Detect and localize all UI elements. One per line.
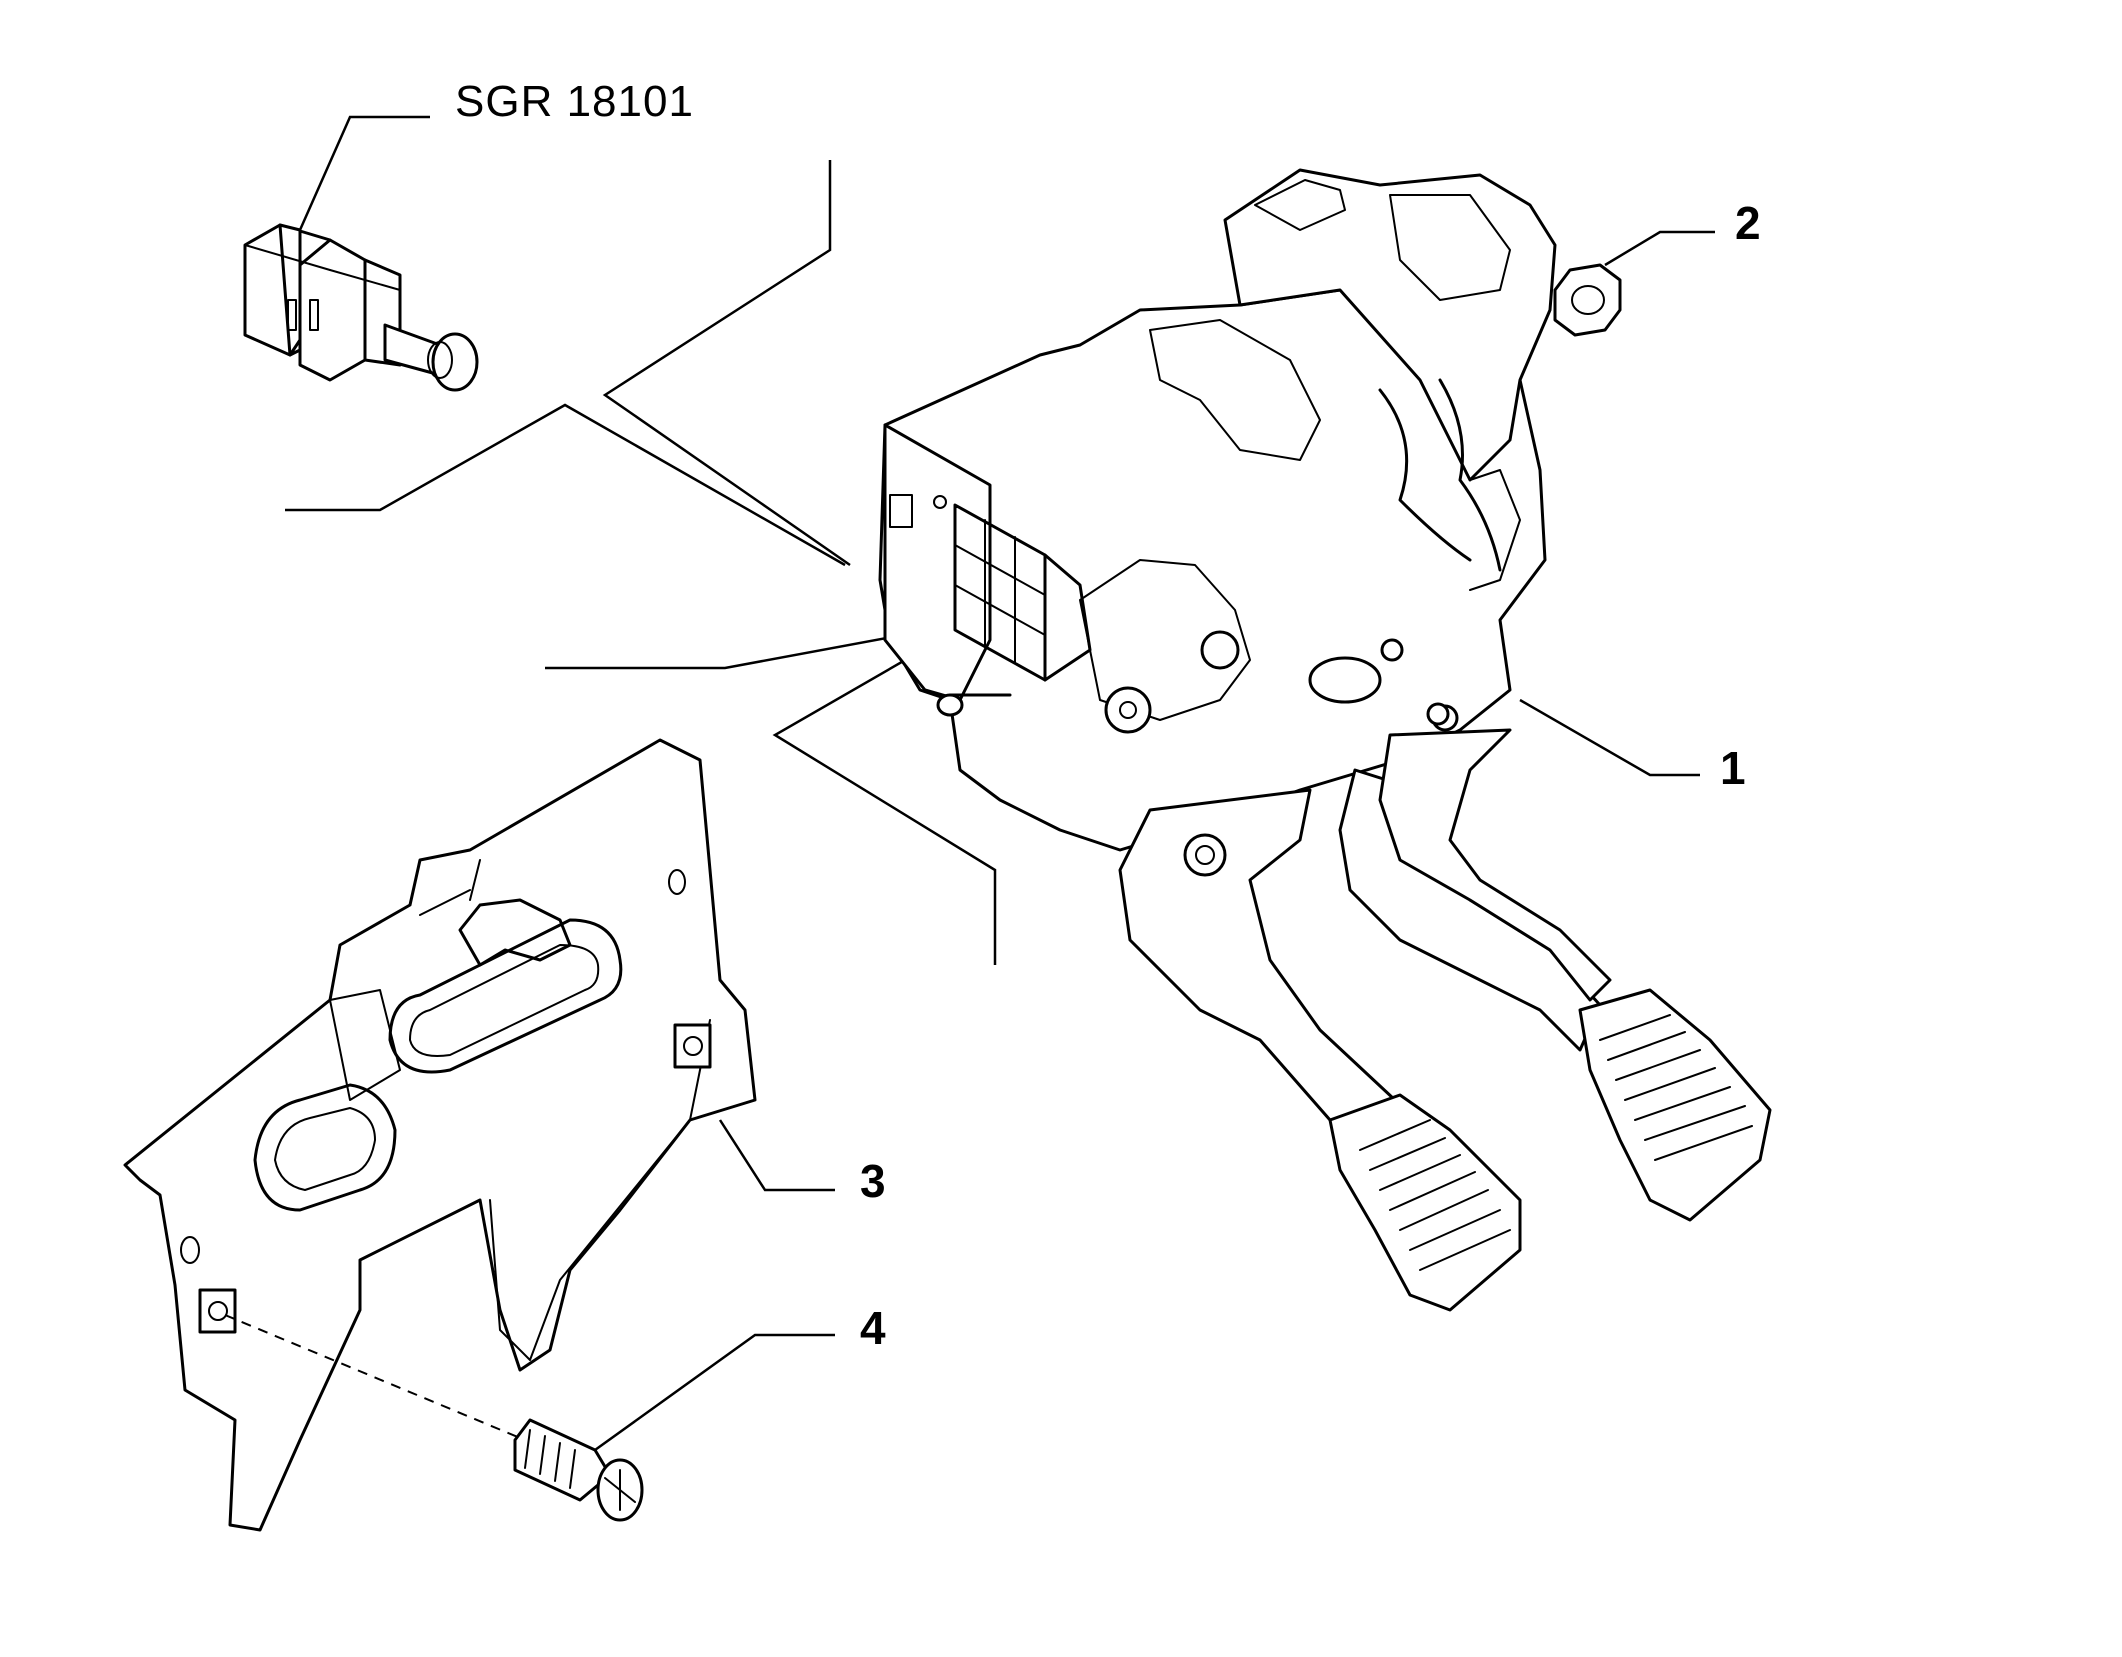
leader-switch bbox=[298, 115, 430, 231]
callout-3: 3 bbox=[860, 1155, 886, 1207]
callout-4: 4 bbox=[860, 1302, 886, 1354]
leader-2 bbox=[1604, 230, 1715, 267]
screw-axis-dashes bbox=[224, 1314, 526, 1441]
hex-nut-icon bbox=[1553, 263, 1622, 337]
brake-light-switch-icon bbox=[243, 223, 479, 392]
leader-b bbox=[285, 403, 846, 567]
switch-part-code: SGR 18101 bbox=[455, 77, 694, 126]
leader-d bbox=[772, 638, 997, 965]
screw-icon bbox=[513, 1418, 644, 1522]
leader-c bbox=[545, 628, 931, 670]
leader-1 bbox=[1519, 698, 1700, 777]
leader-a bbox=[602, 160, 851, 567]
bracket-plate-icon bbox=[123, 738, 757, 1532]
callout-2: 2 bbox=[1735, 197, 1761, 249]
callout-1: 1 bbox=[1720, 742, 1746, 794]
leader-3 bbox=[718, 1119, 835, 1192]
leader-4 bbox=[594, 1333, 835, 1452]
pedal-box-assembly-icon bbox=[878, 168, 1772, 1312]
